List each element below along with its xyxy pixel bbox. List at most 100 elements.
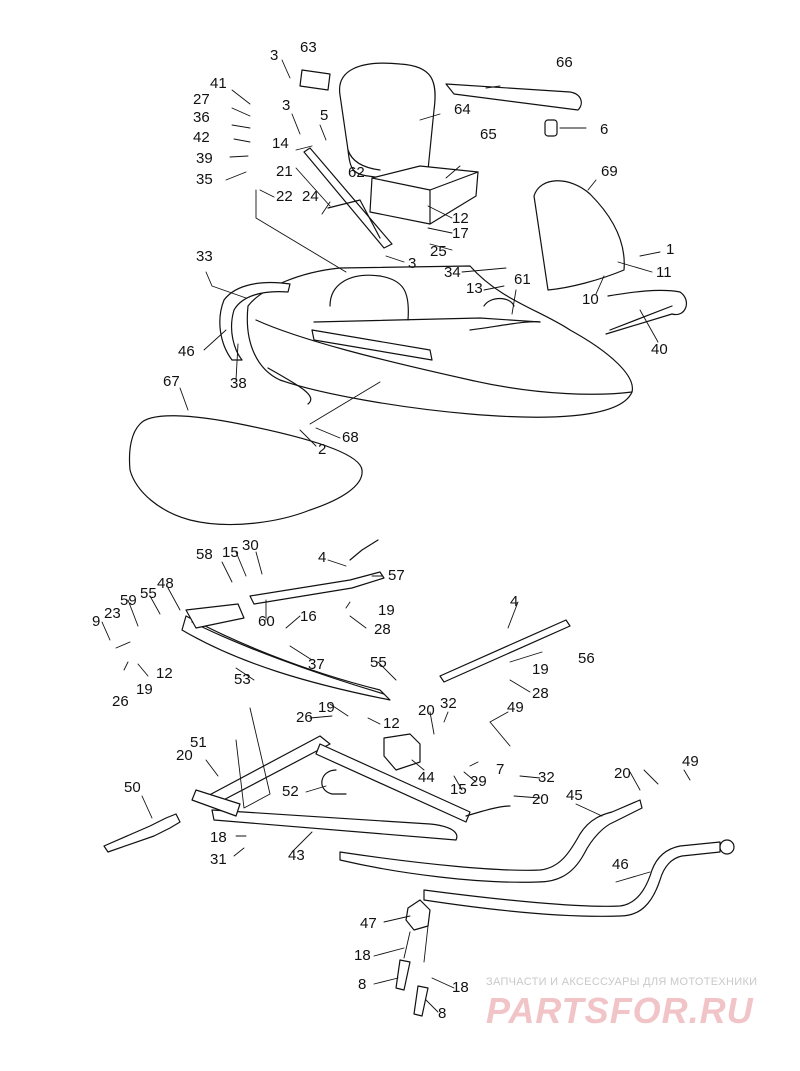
callout-38: 38 (230, 375, 247, 392)
callout-46-b: 46 (612, 856, 629, 873)
callout-58: 58 (196, 546, 213, 563)
callout-15: 15 (222, 544, 239, 561)
callout-12-b: 12 (156, 665, 173, 682)
bracket-tab (349, 539, 379, 561)
callout-20-d: 20 (614, 765, 631, 782)
callout-7: 7 (496, 761, 505, 778)
u-bolt (321, 769, 347, 795)
callout-26: 26 (112, 693, 129, 710)
callout-30: 30 (242, 537, 259, 554)
seat-cushion (369, 165, 479, 225)
callout-33: 33 (196, 248, 213, 265)
callout-19-d: 19 (318, 699, 335, 716)
fender (219, 281, 291, 361)
callout-34: 34 (444, 264, 461, 281)
bolt (413, 985, 429, 1017)
callout-18-c: 18 (452, 979, 469, 996)
callout-46: 46 (178, 343, 195, 360)
callout-12: 12 (452, 210, 469, 227)
callout-67: 67 (163, 373, 180, 390)
callout-47: 47 (360, 915, 377, 932)
callout-35: 35 (196, 171, 213, 188)
callout-32-b: 32 (538, 769, 555, 786)
callout-32: 32 (440, 695, 457, 712)
callout-19-b: 19 (378, 602, 395, 619)
callout-66: 66 (556, 54, 573, 71)
callout-69: 69 (601, 163, 618, 180)
callout-21: 21 (276, 163, 293, 180)
connecting-arm (339, 799, 643, 883)
callout-19-c: 19 (532, 661, 549, 678)
callout-10: 10 (582, 291, 599, 308)
windshield (533, 180, 688, 335)
callout-49: 49 (507, 699, 524, 716)
callout-2: 2 (318, 441, 327, 458)
callout-41: 41 (210, 75, 227, 92)
callout-22: 22 (276, 188, 293, 205)
callout-8-b: 8 (438, 1005, 447, 1022)
frame-mount (383, 733, 421, 771)
stabilizer-bar (439, 619, 571, 683)
leader-lines (101, 59, 691, 1013)
backrest-bracket (303, 147, 393, 249)
callout-50: 50 (124, 779, 141, 796)
callout-5: 5 (320, 107, 329, 124)
callout-51: 51 (190, 734, 207, 751)
callout-31: 31 (210, 851, 227, 868)
connecting-arm-lower (423, 841, 721, 917)
callout-62: 62 (348, 164, 365, 181)
callout-20: 20 (418, 702, 435, 719)
callout-55-b: 55 (370, 654, 387, 671)
callout-26-b: 26 (296, 709, 313, 726)
site-watermark: ЗАПЧАСТИ И АКСЕССУАРЫ ДЛЯ МОТОТЕХНИКИ PA… (486, 976, 786, 1046)
callout-48: 48 (157, 575, 174, 592)
callout-12-c: 12 (383, 715, 400, 732)
callout-3-b: 3 (282, 97, 291, 114)
tonneau-cover (128, 415, 363, 526)
watermark-caption: ЗАПЧАСТИ И АКСЕССУАРЫ ДЛЯ МОТОТЕХНИКИ (486, 976, 758, 988)
callout-45: 45 (566, 787, 583, 804)
grab-rail (445, 83, 582, 111)
callout-42: 42 (193, 129, 210, 146)
callout-29: 29 (470, 773, 487, 790)
clamp (405, 899, 431, 931)
callout-43: 43 (288, 847, 305, 864)
callout-40: 40 (651, 341, 668, 358)
callout-60: 60 (258, 613, 275, 630)
callout-65: 65 (480, 126, 497, 143)
callout-49-b: 49 (682, 753, 699, 770)
callout-52: 52 (282, 783, 299, 800)
callout-68: 68 (342, 429, 359, 446)
callout-36: 36 (193, 109, 210, 126)
callout-28-b: 28 (532, 685, 549, 702)
callout-19: 19 (136, 681, 153, 698)
callout-15-b: 15 (450, 781, 467, 798)
callout-18-b: 18 (354, 947, 371, 964)
callout-53: 53 (234, 671, 251, 688)
callout-27: 27 (193, 91, 210, 108)
callout-16: 16 (300, 608, 317, 625)
support-arm (327, 199, 381, 239)
callout-11: 11 (656, 264, 672, 281)
upper-bracket (249, 571, 385, 605)
spacer (544, 119, 558, 137)
callout-13: 13 (466, 280, 483, 297)
callout-25: 25 (430, 243, 447, 260)
callout-1: 1 (666, 241, 675, 258)
callout-9: 9 (92, 613, 101, 630)
callout-4-b: 4 (510, 593, 519, 610)
callout-20-b: 20 (176, 747, 193, 764)
mount-plate (299, 69, 331, 91)
callout-17: 17 (452, 225, 469, 242)
callout-28: 28 (374, 621, 391, 638)
callout-18: 18 (210, 829, 227, 846)
callout-14: 14 (272, 135, 289, 152)
callout-63: 63 (300, 39, 317, 56)
watermark-logo: PARTSFOR.RU (486, 990, 754, 1031)
callout-6: 6 (600, 121, 609, 138)
callout-59: 59 (120, 592, 137, 609)
callout-39: 39 (196, 150, 213, 167)
callout-61: 61 (514, 271, 531, 288)
